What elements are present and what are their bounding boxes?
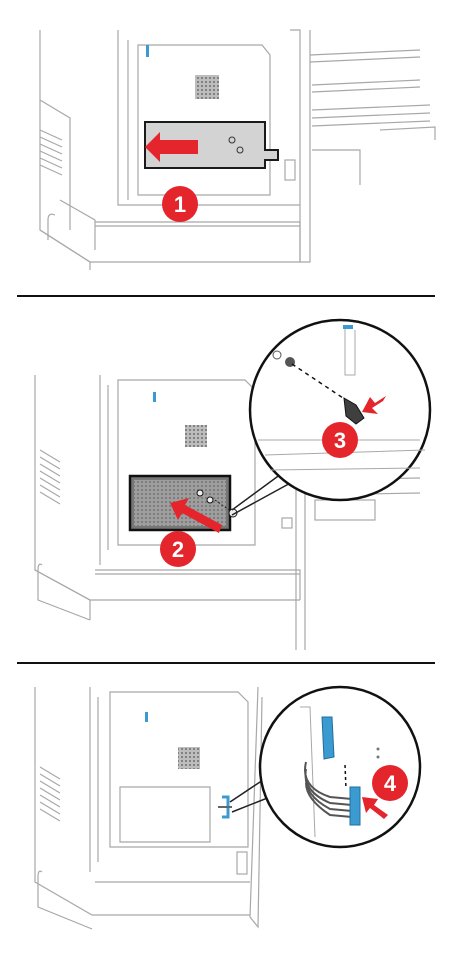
cable-callout [258, 685, 422, 849]
shield-plate [144, 121, 279, 169]
printer-body [39, 29, 436, 270]
step-1-badge: 1 [162, 186, 198, 222]
controller-chip [178, 747, 200, 769]
step-1-illustration: 1 [0, 0, 450, 285]
blue-tab [145, 712, 148, 722]
blue-tab [146, 45, 149, 57]
screw-callout [248, 318, 432, 502]
step-2-illustration: 3 2 [0, 300, 450, 655]
screw-arrow [362, 396, 386, 414]
controller-chip [195, 75, 219, 99]
blue-tab [153, 392, 156, 402]
slide-left-arrow [145, 132, 198, 162]
thumbscrew-icon [343, 397, 365, 425]
step-3-badge: 3 [322, 422, 358, 458]
step-4-illustration: 4 [0, 667, 450, 975]
plug-arrow [362, 797, 388, 819]
step-4-badge: 4 [372, 765, 408, 801]
blue-latch [321, 716, 335, 760]
svg-text:1: 1 [174, 192, 186, 217]
push-arrow [170, 498, 222, 533]
svg-text:2: 2 [172, 537, 184, 562]
divider-1 [17, 295, 435, 297]
svg-text:3: 3 [334, 428, 346, 453]
svg-text:4: 4 [384, 771, 397, 796]
divider-2 [17, 662, 435, 664]
printer-body [34, 375, 421, 650]
printer-body [34, 686, 263, 930]
step-2-badge: 2 [160, 531, 196, 567]
controller-chip [185, 425, 207, 447]
